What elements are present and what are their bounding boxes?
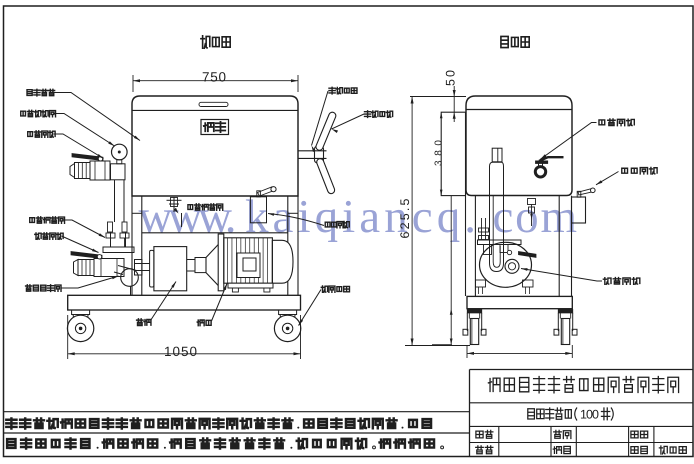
svg-text:750: 750 [202,70,226,85]
svg-text:com: com [493,191,578,243]
svg-text:100: 100 [580,408,599,422]
svg-text:kaiqiancq.: kaiqiancq. [245,191,476,243]
svg-text:1050: 1050 [164,344,197,359]
svg-text:625.5: 625.5 [398,198,412,238]
svg-text:380: 380 [434,140,445,166]
